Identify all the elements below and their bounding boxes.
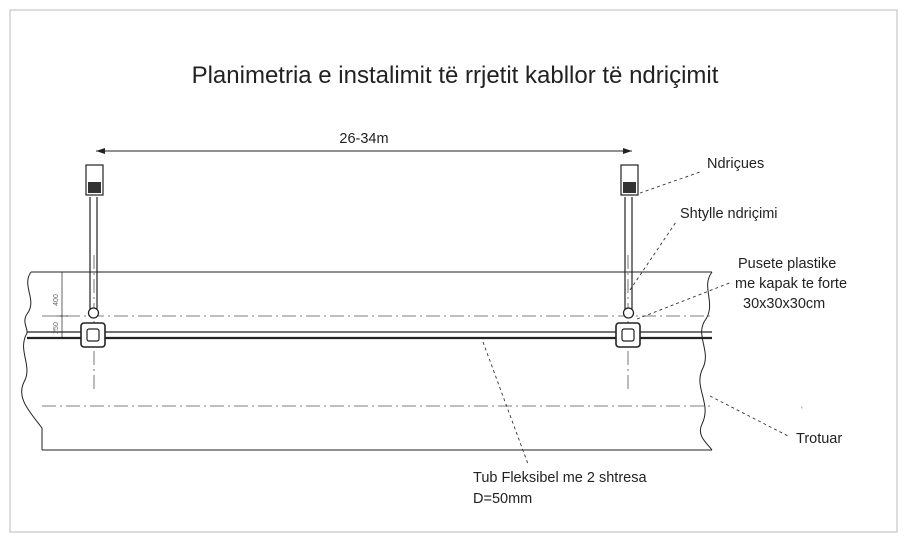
label-pipe-1: Tub Fleksibel me 2 shtresa [473, 470, 647, 486]
luminaire-left [85, 164, 104, 196]
sidewalk-outline [21, 271, 713, 451]
label-pole: Shtylle ndriçimi [680, 206, 778, 222]
leader-sidewalk [709, 395, 791, 438]
luminaire-right [620, 164, 639, 196]
pole-left [87, 197, 100, 319]
span-arrow-left [96, 148, 105, 154]
leader-pipe [482, 341, 529, 465]
leader-pole [629, 221, 677, 291]
leader-manhole [636, 281, 733, 320]
label-luminaire: Ndriçues [707, 156, 764, 172]
label-manhole-1: Pusete plastike [738, 256, 836, 272]
manhole-right [615, 322, 641, 348]
label-pipe-2: D=50mm [473, 491, 532, 507]
label-manhole-2: me kapak te forte [735, 276, 847, 292]
label-manhole-3: 30x30x30cm [743, 296, 825, 312]
label-sidewalk: Trotuar [796, 431, 842, 447]
span-label: 26-34m [339, 131, 388, 147]
diagram-title: Planimetria e instalimit të rrjetit kabl… [192, 62, 719, 89]
pole-right [622, 197, 635, 319]
dimension-outer: 400 [53, 294, 60, 306]
dimension-inner: 250 [53, 322, 60, 334]
manhole-left [80, 322, 106, 348]
flexible-pipe [27, 331, 712, 340]
span-arrow-right [623, 148, 632, 154]
vertical-dimension [56, 271, 68, 339]
leader-luminaire [639, 171, 701, 194]
drawing-frame [9, 9, 898, 533]
stray-mark: ' [801, 405, 803, 415]
